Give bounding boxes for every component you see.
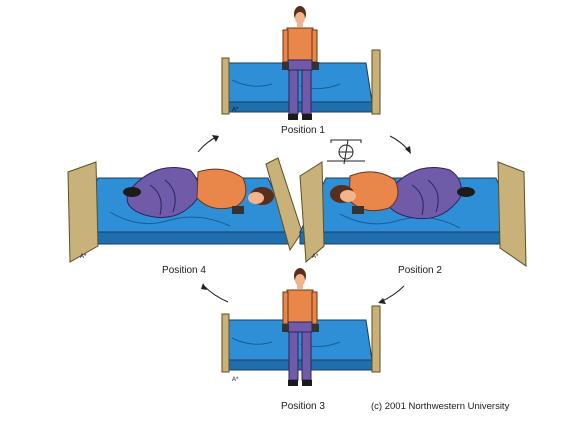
svg-text:A*: A* xyxy=(312,254,319,260)
person-lying-4 xyxy=(123,167,274,218)
arrow-icon xyxy=(201,283,229,303)
copyright-notice: (c) 2001 Northwestern University xyxy=(371,401,510,412)
person-sitting-3 xyxy=(282,268,319,386)
label-position-2: Position 2 xyxy=(398,265,442,276)
label-position-3: Position 3 xyxy=(281,401,325,412)
arrow-icon xyxy=(378,285,405,304)
svg-text:A*: A* xyxy=(232,107,239,113)
person-lying-2 xyxy=(330,167,475,220)
eye-icon xyxy=(327,139,365,165)
person-sitting-1 xyxy=(282,6,319,120)
arrow-icon xyxy=(197,135,219,153)
label-position-1: Position 1 xyxy=(281,125,325,136)
svg-text:A*: A* xyxy=(232,377,239,383)
arrow-icon xyxy=(389,135,411,154)
label-position-4: Position 4 xyxy=(162,265,206,276)
svg-text:A*: A* xyxy=(80,254,87,260)
